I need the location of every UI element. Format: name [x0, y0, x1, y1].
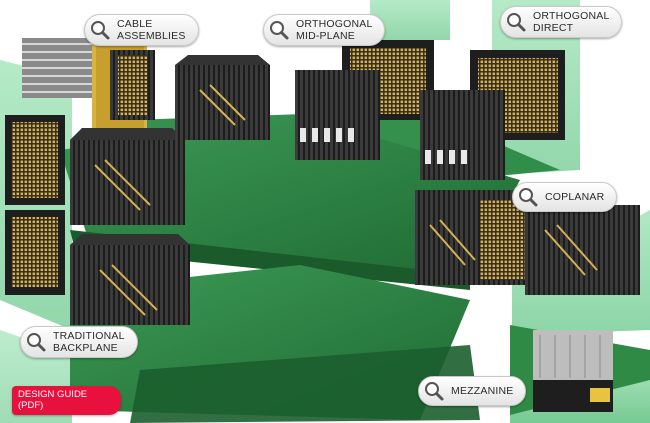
- hotspot-label-line: ASSEMBLIES: [117, 30, 186, 42]
- hotspot-label-line: ORTHOGONAL: [296, 18, 373, 30]
- hotspot-label-line: CABLE: [117, 18, 153, 30]
- magnifier-icon: [27, 333, 46, 352]
- hotspot-label: ORTHOGONAL MID-PLANE: [296, 18, 372, 42]
- design-guide-label: DESIGN GUIDE: [18, 389, 88, 400]
- design-guide-sublabel: (PDF): [18, 400, 44, 411]
- hotspot-orthogonal-direct[interactable]: ORTHOGONAL DIRECT: [500, 6, 623, 38]
- magnifier-icon: [91, 21, 110, 40]
- hotspot-label-line: BACKPLANE: [53, 342, 118, 354]
- orthogonal-midplane-connectors: [295, 40, 434, 160]
- hotspot-coplanar[interactable]: COPLANAR: [512, 182, 618, 212]
- hotspot-label-line: DIRECT: [533, 22, 574, 34]
- magnifier-icon: [270, 21, 289, 40]
- traditional-backplane-connectors: [5, 115, 190, 325]
- coplanar-connectors: [415, 190, 640, 295]
- orthogonal-direct-connectors: [420, 50, 565, 180]
- hotspot-label: ORTHOGONAL DIRECT: [533, 10, 609, 34]
- magnifier-icon: [425, 382, 444, 401]
- hotspot-label-line: MEZZANINE: [451, 385, 514, 397]
- hotspot-label-line: MID-PLANE: [296, 30, 355, 42]
- hotspot-mezzanine[interactable]: MEZZANINE: [418, 376, 527, 406]
- hotspot-orthogonal-midplane[interactable]: ORTHOGONAL MID-PLANE: [263, 14, 386, 46]
- design-guide-pdf-button[interactable]: DESIGN GUIDE (PDF): [12, 386, 121, 415]
- hotspot-label: TRADITIONAL BACKPLANE: [53, 330, 125, 354]
- hotspot-cable-assemblies[interactable]: CABLE ASSEMBLIES: [84, 14, 199, 46]
- hotspot-traditional-backplane[interactable]: TRADITIONAL BACKPLANE: [20, 326, 138, 358]
- hotspot-label-line: TRADITIONAL: [53, 330, 125, 342]
- magnifier-icon: [519, 188, 538, 207]
- hotspot-label: MEZZANINE: [451, 385, 513, 397]
- mezzanine-connector: [533, 330, 613, 412]
- cable-assembly-illustration: [22, 35, 155, 145]
- magnifier-icon: [507, 13, 526, 32]
- board-connector: [175, 55, 270, 140]
- hotspot-label-line: COPLANAR: [545, 191, 605, 203]
- hotspot-label-line: ORTHOGONAL: [533, 10, 610, 22]
- hotspot-label: CABLE ASSEMBLIES: [117, 18, 186, 42]
- hotspot-label: COPLANAR: [545, 191, 604, 203]
